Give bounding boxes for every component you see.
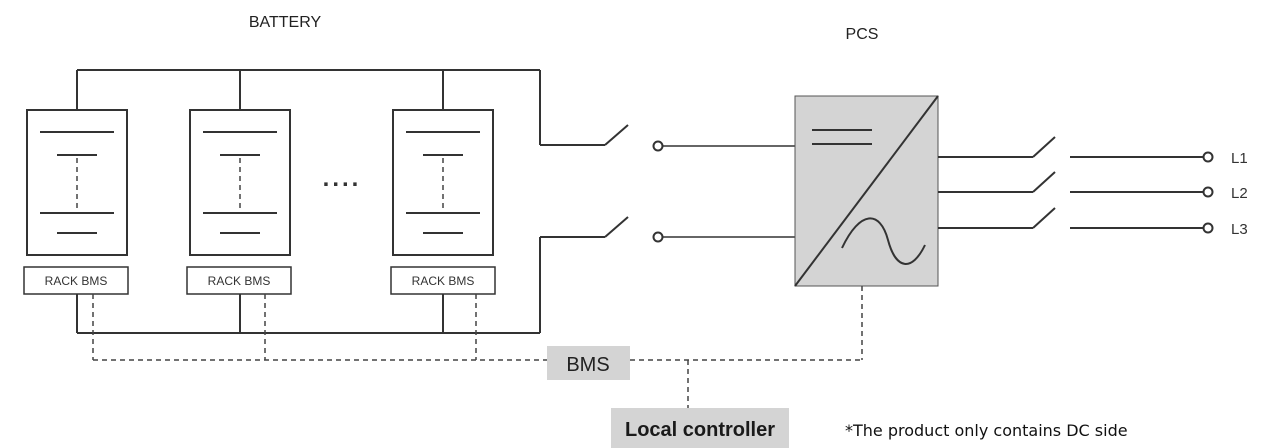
rack-bms-3: RACK BMS xyxy=(390,266,496,295)
svg-text:L1: L1 xyxy=(1231,150,1248,167)
local-controller-box: Local controller xyxy=(611,408,789,448)
footnote: *The product only contains DC side xyxy=(845,421,1128,440)
battery-rack-1 xyxy=(26,109,128,256)
rack-bms-1: RACK BMS xyxy=(23,266,129,295)
pcs-converter xyxy=(794,95,939,287)
svg-text:RACK BMS: RACK BMS xyxy=(45,274,108,288)
output-l1: L1 xyxy=(938,136,1248,167)
pcs-title: PCS xyxy=(846,26,879,43)
svg-text:BMS: BMS xyxy=(566,354,609,376)
battery-cell-icon xyxy=(203,131,277,234)
svg-text:L3: L3 xyxy=(1231,221,1248,238)
svg-text:Local controller: Local controller xyxy=(625,419,775,441)
communication-lines xyxy=(92,286,863,408)
svg-text:RACK BMS: RACK BMS xyxy=(208,274,271,288)
ac-sine-icon xyxy=(841,217,926,265)
bms-box: BMS xyxy=(547,346,630,380)
ac-outputs: L1 L2 L3 xyxy=(938,136,1248,238)
battery-cell-icon xyxy=(40,131,114,234)
dc-switch-positive xyxy=(604,124,795,152)
rack-bms-2: RACK BMS xyxy=(186,266,292,295)
battery-cell-icon xyxy=(406,131,480,234)
dc-negative-bus xyxy=(76,236,605,334)
dc-switch-negative xyxy=(604,216,795,243)
svg-text:RACK BMS: RACK BMS xyxy=(412,274,475,288)
dc-symbol-icon xyxy=(812,129,872,145)
output-l3: L3 xyxy=(938,207,1248,238)
battery-rack-2 xyxy=(189,109,291,256)
rack-ellipsis: .... xyxy=(323,165,362,192)
svg-text:L2: L2 xyxy=(1231,185,1248,202)
battery-title: BATTERY xyxy=(249,14,322,31)
output-l2: L2 xyxy=(938,171,1248,202)
dc-positive-bus xyxy=(76,69,605,146)
battery-rack-3 xyxy=(392,109,494,256)
